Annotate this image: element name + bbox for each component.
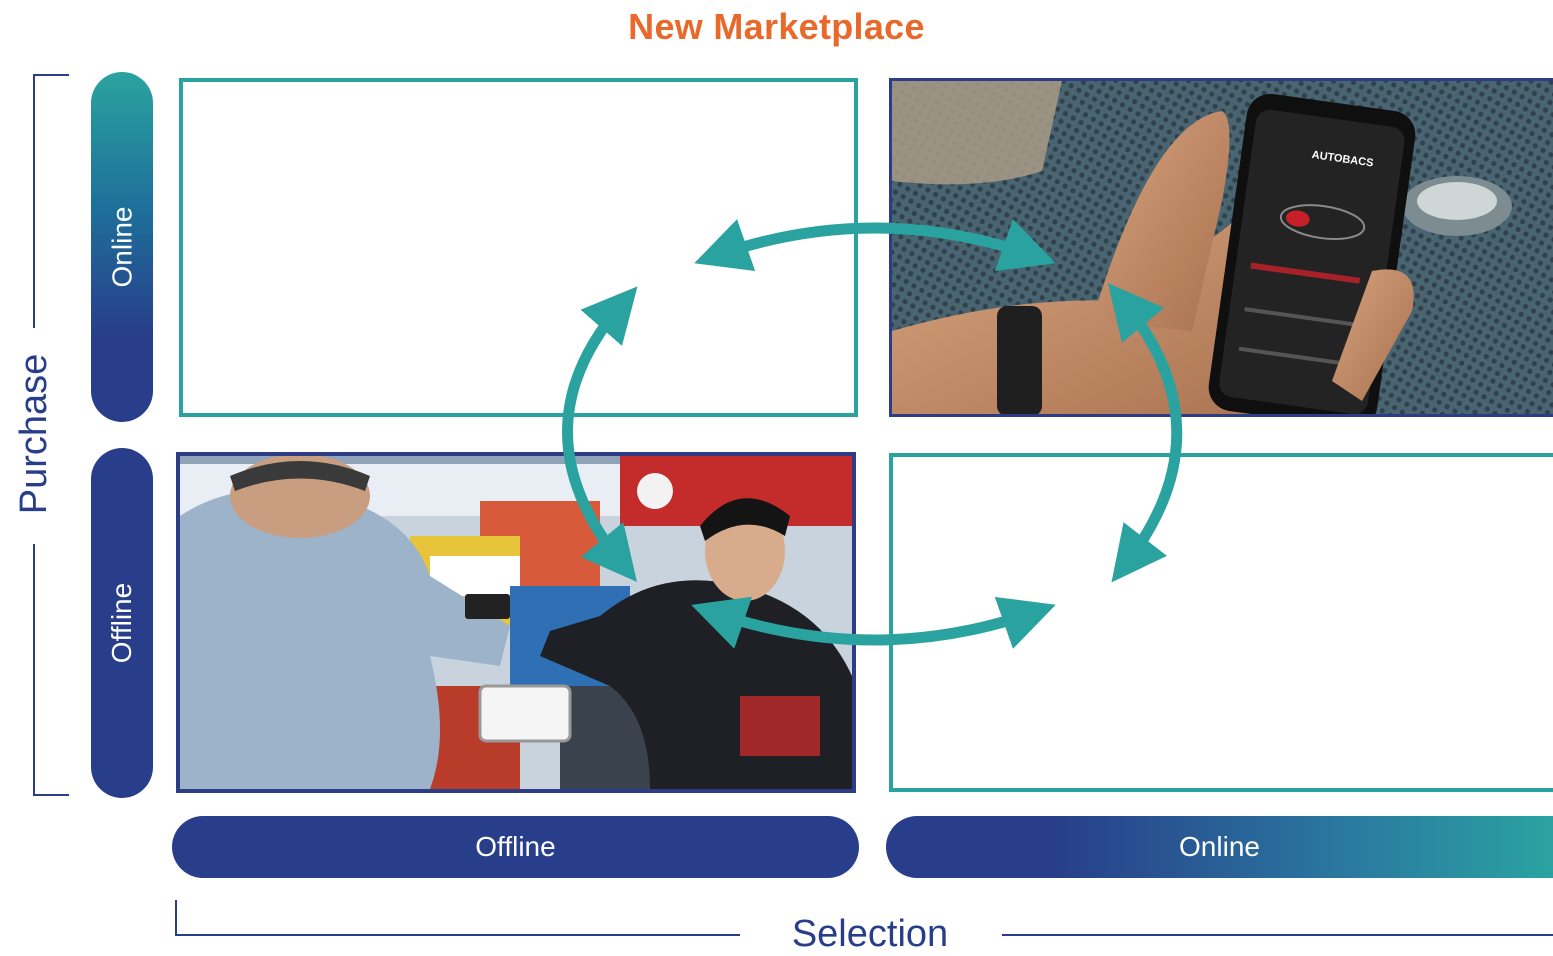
selection-axis-label: Selection bbox=[791, 913, 949, 955]
selection-offline-label: Offline bbox=[475, 831, 556, 862]
smartphone-app-photo: AUTOBACS bbox=[892, 81, 1553, 414]
store-assistance-photo bbox=[180, 456, 852, 789]
purchase-bracket-bottom bbox=[33, 544, 69, 796]
selection-online-pill: Online bbox=[886, 816, 1553, 878]
selection-bracket-left bbox=[175, 900, 740, 936]
quadrant-bottom-left-photo bbox=[176, 452, 856, 793]
purchase-online-pill: Online bbox=[91, 72, 153, 422]
arrow-top-left-to-bottom-left bbox=[562, 286, 638, 583]
purchase-offline-pill: Offline bbox=[91, 448, 153, 798]
selection-offline-pill: Offline bbox=[172, 816, 859, 878]
selection-bracket-right bbox=[1002, 934, 1553, 936]
arrow-top-right-to-bottom-right bbox=[1107, 283, 1183, 583]
arrow-bottom-left-to-bottom-right bbox=[691, 596, 1056, 649]
diagram-title: New Marketplace bbox=[628, 6, 925, 47]
quadrant-top-right-photo: AUTOBACS bbox=[889, 78, 1553, 417]
selection-online-label: Online bbox=[1179, 831, 1260, 862]
arrow-top-left-to-top-right bbox=[694, 219, 1056, 272]
purchase-bracket-top bbox=[33, 74, 69, 328]
